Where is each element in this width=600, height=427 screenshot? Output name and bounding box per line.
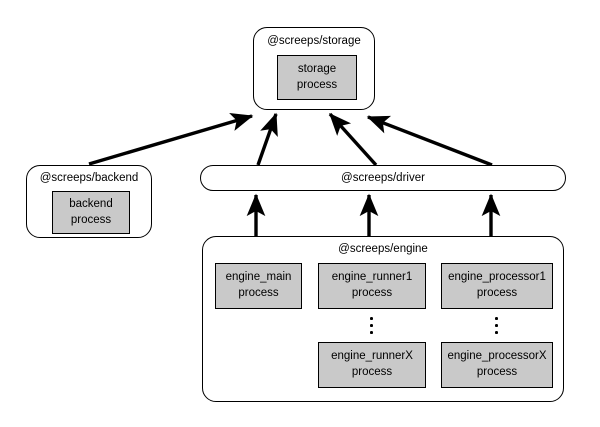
package-backend: @screeps/backend backend process [26, 165, 152, 238]
process-storage-line1: storage [297, 62, 337, 75]
process-backend: backend process [52, 191, 130, 234]
package-driver-title: @screeps/driver [341, 172, 425, 184]
process-engine-runner1-line2: process [351, 287, 393, 299]
edge-driver-to-storage-right [366, 115, 493, 167]
process-engine-main-line2: process [238, 287, 279, 299]
process-engine-processor1: engine_processor1 process [441, 263, 553, 309]
process-engine-main-line1: engine_main [225, 271, 292, 284]
edge-driver-to-storage-left [256, 112, 278, 166]
process-engine-processorx-line1: engine_processorX [447, 350, 547, 363]
process-engine-runner1-line1: engine_runner1 [331, 271, 413, 284]
process-engine-processor1-line2: process [476, 287, 518, 299]
process-engine-runnerx-line1: engine_runnerX [331, 350, 413, 363]
process-backend-line1: backend [69, 197, 113, 210]
process-storage: storage process [277, 55, 357, 100]
process-engine-processorx-line2: process [476, 366, 518, 378]
process-engine-processor1-line1: engine_processor1 [448, 271, 546, 284]
package-engine-title: @screeps/engine [338, 243, 428, 255]
process-engine-runner1: engine_runner1 process [318, 263, 426, 309]
process-backend-line2: process [70, 213, 112, 226]
runner-ellipsis-icon [370, 317, 373, 334]
process-engine-main: engine_main process [215, 263, 302, 309]
processor-ellipsis-icon [495, 317, 498, 334]
package-driver: @screeps/driver [200, 165, 566, 191]
package-engine: @screeps/engine engine_main process engi… [202, 236, 564, 402]
edge-driver-to-storage-mid [328, 112, 378, 167]
package-storage-title: @screeps/storage [267, 35, 361, 47]
edge-backend-to-storage [88, 112, 254, 166]
package-backend-title: @screeps/backend [39, 172, 139, 184]
process-engine-processorx: engine_processorX process [441, 342, 553, 388]
process-engine-runnerx: engine_runnerX process [318, 342, 426, 388]
process-engine-runnerx-line2: process [351, 366, 393, 378]
process-storage-line2: process [296, 78, 338, 91]
package-storage: @screeps/storage storage process [253, 27, 375, 110]
